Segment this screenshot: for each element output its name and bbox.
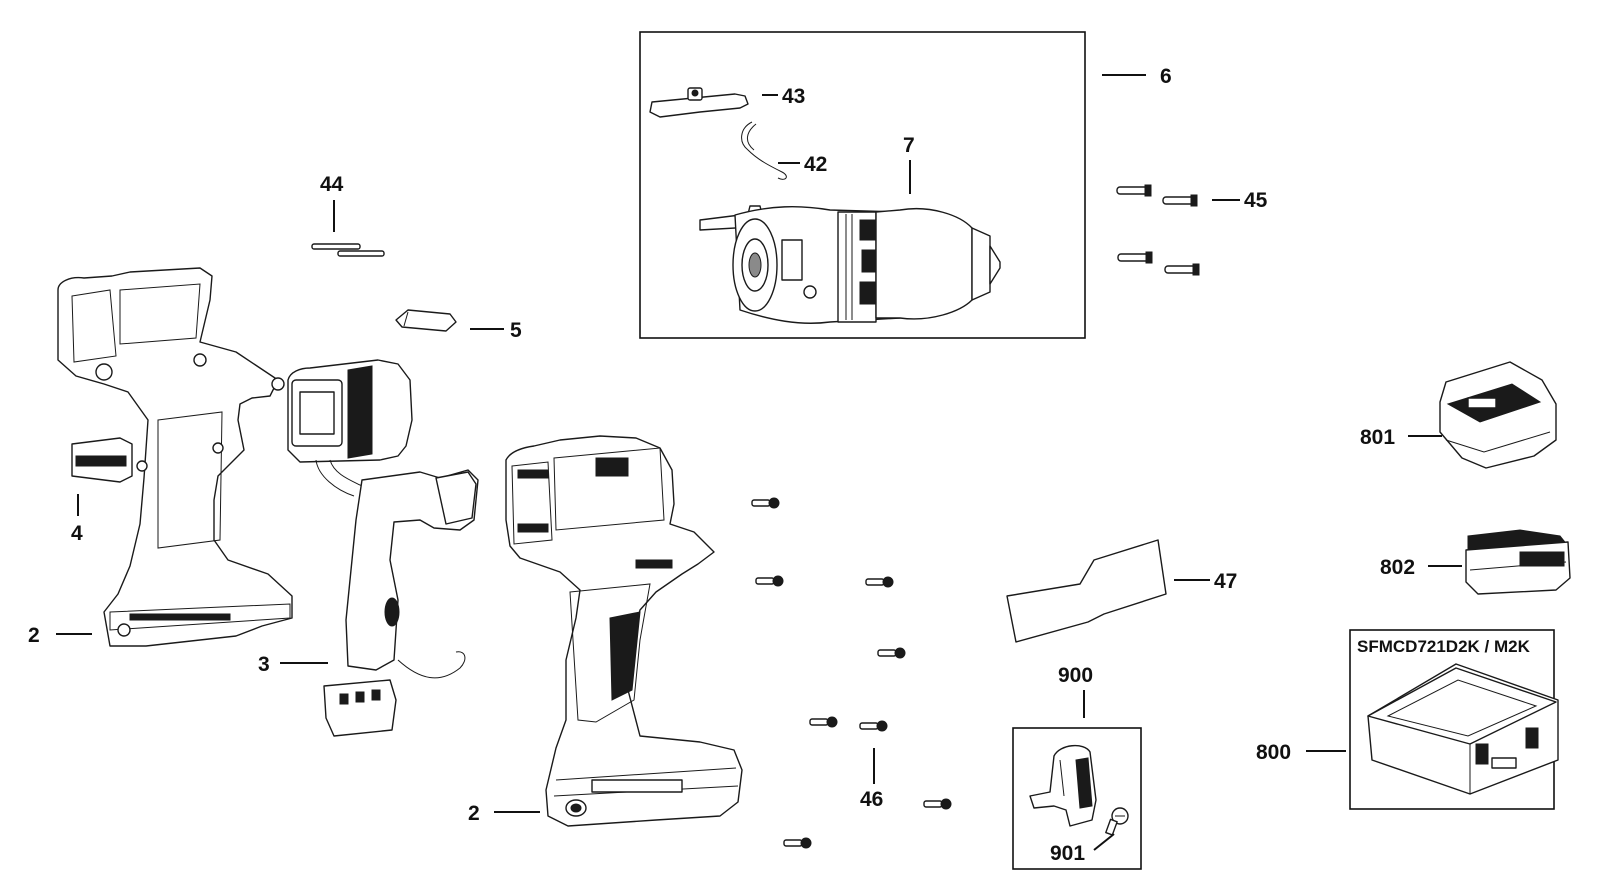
gearbox-assembly-frame <box>639 31 1086 339</box>
part-801-battery <box>1439 361 1557 469</box>
callout-42: 42 <box>804 153 827 176</box>
callout-800: 800 <box>1256 741 1291 764</box>
part-800-kit-box <box>1367 663 1559 795</box>
part-2-housing-right <box>505 435 743 827</box>
callout-46: 46 <box>860 788 883 811</box>
part-802-battery <box>1465 529 1571 595</box>
belt-clip-kit-frame <box>1012 727 1142 870</box>
callout-4: 4 <box>71 522 83 545</box>
part-2-housing-left <box>57 267 293 647</box>
callout-43: 43 <box>782 85 805 108</box>
callout-6: 6 <box>1160 65 1172 88</box>
kit-model-label: SFMCD721D2K / M2K <box>1357 637 1531 656</box>
part-46-screws <box>751 497 952 849</box>
part-5-slider <box>395 309 457 332</box>
callout-2-right: 2 <box>468 802 480 825</box>
callout-47: 47 <box>1214 570 1237 593</box>
callout-44: 44 <box>320 173 344 196</box>
callout-900: 900 <box>1058 664 1093 687</box>
part-44-pins <box>311 243 385 257</box>
callout-901: 901 <box>1050 842 1085 865</box>
callout-3: 3 <box>258 653 270 676</box>
part-7-gearbox-chuck <box>699 205 1001 324</box>
part-45-screws <box>1116 184 1200 276</box>
leader-lines <box>56 74 1462 851</box>
part-43-contact-plate <box>649 87 749 118</box>
callout-5: 5 <box>510 319 522 342</box>
part-47-label <box>1006 539 1167 643</box>
part-900-belt-clip <box>1029 745 1097 827</box>
part-3-motor-switch-assembly <box>287 359 479 737</box>
callout-7: 7 <box>903 134 915 157</box>
callout-802: 802 <box>1380 556 1415 579</box>
part-42-spring <box>741 121 787 180</box>
callout-801: 801 <box>1360 426 1395 449</box>
part-4-badge <box>71 437 133 483</box>
part-901-screw <box>1105 807 1129 836</box>
callout-2-left: 2 <box>28 624 40 647</box>
callout-45: 45 <box>1244 189 1268 212</box>
